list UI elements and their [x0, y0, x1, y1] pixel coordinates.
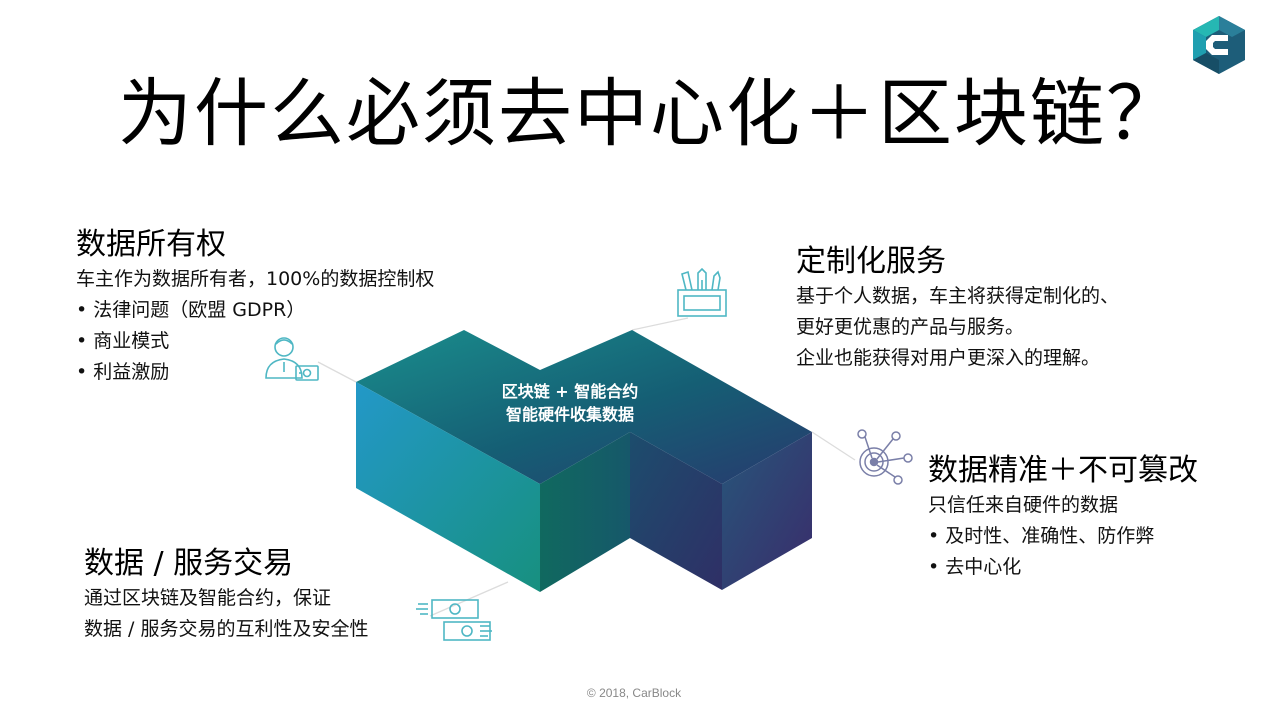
ownership-line: • 法律问题（欧盟 GDPR） — [76, 299, 306, 321]
ownership-line: 车主作为数据所有者，100%的数据控制权 — [76, 268, 435, 290]
stationery-icon — [677, 268, 727, 317]
accurate-line: • 去中心化 — [928, 556, 1022, 578]
logo-icon — [1193, 16, 1245, 74]
accurate-data-section: 数据精准＋不可篡改 只信任来自硬件的数据 • 及时性、准确性、防作弊 • 去中心… — [928, 452, 1198, 583]
target-network-icon — [857, 429, 913, 485]
ownership-line: • 商业模式 — [76, 330, 170, 352]
connector-accurate — [811, 431, 856, 461]
connector-trade — [429, 581, 509, 617]
accurate-line: 只信任来自硬件的数据 — [928, 494, 1119, 516]
block-left-face — [356, 382, 540, 592]
accurate-heading: 数据精准＋不可篡改 — [928, 453, 1198, 488]
money-transfer-icon — [416, 599, 492, 641]
custom-line: 基于个人数据，车主将获得定制化的、 — [796, 285, 1120, 307]
connector-custom — [631, 317, 689, 331]
block-label-line2: 智能硬件收集数据 — [505, 405, 634, 424]
trade-section: 数据 / 服务交易 通过区块链及智能合约，保证 数据 / 服务交易的互利性及安全… — [84, 545, 368, 645]
custom-heading: 定制化服务 — [796, 244, 946, 279]
custom-line: 更好更优惠的产品与服务。 — [796, 316, 1025, 338]
block-label: 区块链 + 智能合约 智能硬件收集数据 — [470, 380, 670, 426]
ownership-section: 数据所有权 车主作为数据所有者，100%的数据控制权 • 法律问题（欧盟 GDP… — [76, 226, 434, 388]
block-label-line1: 区块链 + 智能合约 — [501, 382, 639, 401]
ownership-line: • 利益激励 — [76, 361, 170, 383]
page-title: 为什么必须去中心化＋区块链？ — [118, 71, 1182, 157]
trade-line: 通过区块链及智能合约，保证 — [84, 587, 332, 609]
block-right-face — [722, 432, 812, 590]
custom-service-section: 定制化服务 基于个人数据，车主将获得定制化的、 更好更优惠的产品与服务。 企业也… — [796, 243, 1119, 374]
blockchain-block — [356, 330, 812, 592]
trade-heading: 数据 / 服务交易 — [84, 546, 294, 581]
user-card-icon — [265, 337, 319, 381]
accurate-line: • 及时性、准确性、防作弊 — [928, 525, 1155, 547]
block-inner-face — [630, 432, 722, 590]
trade-line: 数据 / 服务交易的互利性及安全性 — [84, 618, 369, 640]
block-top-face — [356, 330, 812, 484]
ownership-heading: 数据所有权 — [76, 227, 226, 262]
footer-copyright: © 2018, CarBlock — [586, 686, 682, 700]
connector-ownership — [317, 361, 357, 383]
connector-lines — [317, 317, 856, 617]
block-front-face — [540, 432, 630, 592]
custom-line: 企业也能获得对用户更深入的理解。 — [796, 347, 1101, 369]
